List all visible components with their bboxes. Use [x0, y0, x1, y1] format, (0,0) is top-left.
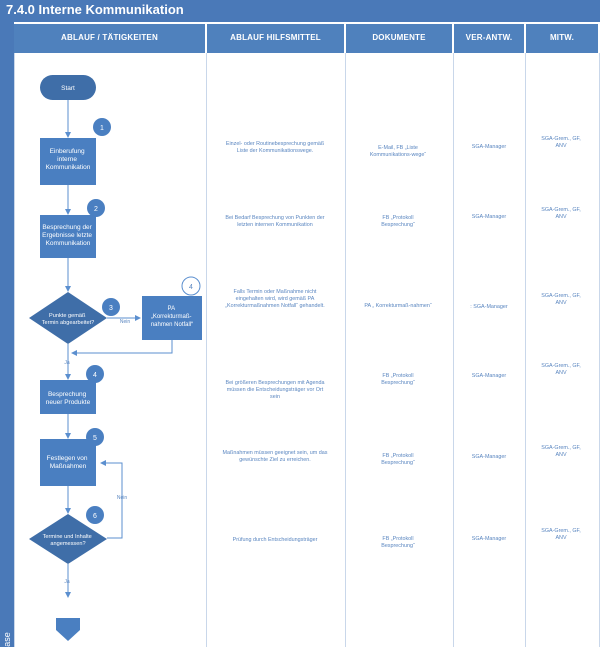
flowchart-page: 7.4.0 Interne Kommunikation Phase ABLAUF… — [0, 0, 600, 647]
document-text-5: FB „Protokoll Besprechung“ — [381, 453, 415, 466]
start-terminator — [40, 75, 96, 100]
header-participants-label: MITW. — [549, 33, 575, 42]
process-festlegen-line1: Festlegen von — [47, 455, 88, 462]
responsible-text-3: : SGA-Manager — [470, 304, 508, 310]
responsible-text-2: SGA-Manager — [471, 214, 507, 220]
participant-text-2: SGA-Grem., GF, ANV — [541, 207, 581, 220]
process-einberufung-label: Einberufung interne Kommunikation — [46, 148, 91, 171]
process-besprechung-line2: Ergebnisse letzte — [42, 232, 92, 239]
process-einberufung-line3: Kommunikation — [46, 164, 91, 171]
header-tools-label: ABLAUF HILFSMITTEL — [230, 33, 321, 42]
participant-text-6: SGA-Grem., GF, ANV — [541, 528, 581, 541]
process-einberufung-line1: Einberufung — [50, 148, 85, 155]
process-besprechung-line3: Kommunikation — [46, 240, 91, 247]
decision-punkte-label: Punkte gemäß Termin abgearbeitet? — [42, 313, 95, 326]
document-text-2: FB „Protokoll Besprechung“ — [381, 215, 415, 228]
process-produkte-line2: neuer Produkte — [46, 399, 91, 406]
tool-text-2: Bei Bedarf Besprechung von Punkten der l… — [225, 215, 325, 228]
column-documents — [345, 53, 453, 647]
process-pa-line2: „Korrekturmaß- — [151, 314, 192, 320]
participant-text-4: SGA-Grem., GF, ANV — [541, 363, 581, 376]
tool-text-6: Prüfung durch Entscheidungsträger — [232, 537, 318, 543]
tool-text-1: Einzel- oder Routinebesprechung gemäß Li… — [225, 141, 325, 154]
header-responsible: VER-ANTW. — [454, 24, 524, 53]
column-tools — [206, 53, 345, 647]
header-activities: ABLAUF / TÄTIGKEITEN — [14, 24, 205, 53]
process-besprechung-produkte — [40, 380, 96, 414]
step-badge-2-label: 2 — [94, 206, 98, 213]
decision-termine-line2: angemessen? — [50, 541, 85, 547]
step-badge-4-pa: 4 — [181, 276, 201, 296]
end-off-page-connector — [56, 618, 80, 641]
column-responsible — [453, 53, 525, 647]
process-pa-line1: PA — [168, 306, 176, 312]
tool-text-4: Bei größeren Besprechungen mit Agenda mü… — [225, 380, 325, 400]
process-festlegen-label: Festlegen von Maßnahmen — [47, 455, 90, 470]
decision1-no-label: Nein — [120, 319, 131, 325]
decision2-yes-label: Ja — [64, 579, 70, 585]
document-text-3: PA „ Korrekturmaß-nahmen“ — [364, 303, 432, 309]
step-badge-1-label: 1 — [100, 125, 104, 132]
step-badge-3: 3 — [102, 298, 120, 316]
responsible-text-4: SGA-Manager — [471, 373, 507, 379]
start-label: Start — [61, 85, 75, 92]
responsible-text-1: SGA-Manager — [471, 144, 507, 150]
process-besprechung-ergebnisse — [40, 215, 96, 258]
process-pa-line3: nahmen Notfall“ — [151, 322, 193, 328]
participant-text-5: SGA-Grem., GF, ANV — [541, 445, 581, 458]
flowchart-diagram: Start Einberufung interne Kommunikation … — [29, 75, 202, 641]
step-badge-2: 2 — [87, 199, 105, 217]
header-documents: DOKUMENTE — [346, 24, 452, 53]
decision-punkte-line2: Termin abgearbeitet? — [42, 320, 95, 326]
step-badge-6-label: 6 — [93, 513, 97, 520]
responsible-text-6: SGA-Manager — [471, 536, 507, 542]
header-activities-label: ABLAUF / TÄTIGKEITEN — [61, 33, 158, 42]
process-einberufung-line2: interne — [57, 156, 77, 163]
decision-termine-angemessen — [29, 514, 107, 564]
decision-punkte-line1: Punkte gemäß — [49, 313, 86, 319]
page-title: 7.4.0 Interne Kommunikation — [6, 2, 184, 17]
decision-punkte-abgearbeitet — [29, 292, 107, 344]
process-besprechung-line1: Besprechung der — [42, 224, 92, 231]
process-einberufung — [40, 138, 96, 185]
step-badge-4: 4 — [86, 365, 104, 383]
header-responsible-label: VER-ANTW. — [465, 33, 513, 42]
header-participants: MITW. — [526, 24, 598, 53]
participant-text-3: SGA-Grem., GF, ANV — [541, 293, 581, 306]
document-text-1: E-Mail, FB „Liste Kommunikations-wege“ — [369, 145, 427, 158]
participant-text-1: SGA-Grem., GF, ANV — [541, 136, 581, 149]
process-produkte-label: Besprechung neuer Produkte — [46, 391, 91, 406]
decision2-no-label: Nein — [117, 495, 128, 501]
phase-bar: Phase — [0, 22, 14, 658]
document-text-4: FB „Protokoll Besprechung“ — [381, 373, 415, 386]
decision-termine-line1: Termine und Inhalte — [43, 534, 92, 540]
process-festlegen-line2: Maßnahmen — [50, 463, 87, 470]
process-pa-label: PA „Korrekturmaß- nahmen Notfall“ — [151, 306, 193, 328]
connector-pa-return — [71, 340, 173, 356]
decision1-yes-label: Ja — [64, 360, 70, 366]
document-text-6: FB „Protokoll Besprechung“ — [381, 536, 415, 549]
step-badge-1: 1 — [93, 118, 111, 136]
process-besprechung-ergebnisse-label: Besprechung der Ergebnisse letzte Kommun… — [42, 224, 94, 247]
header-tools: ABLAUF HILFSMITTEL — [207, 24, 344, 53]
step-badge-5: 5 — [86, 428, 104, 446]
responsible-text-5: SGA-Manager — [471, 454, 507, 460]
connector-decision2-loop — [100, 460, 123, 539]
process-pa-korrekturmassnahmen — [142, 296, 202, 340]
step-badge-4-pa-label: 4 — [189, 284, 193, 291]
step-badge-4-label: 4 — [93, 372, 97, 379]
step-badge-5-label: 5 — [93, 435, 97, 442]
process-festlegen-massnahmen — [40, 439, 96, 486]
step-badge-3-label: 3 — [109, 305, 113, 312]
tool-text-5: Maßnahmen müssen geeignet sein, um das g… — [222, 450, 328, 463]
tool-text-3: Falls Termin oder Maßnahme nicht eingeha… — [225, 289, 325, 309]
step-badge-6: 6 — [86, 506, 104, 524]
title-bar: 7.4.0 Interne Kommunikation — [0, 0, 600, 22]
decision-termine-label: Termine und Inhalte angemessen? — [43, 534, 94, 547]
header-documents-label: DOKUMENTE — [372, 33, 426, 42]
process-produkte-line1: Besprechung — [48, 391, 87, 398]
